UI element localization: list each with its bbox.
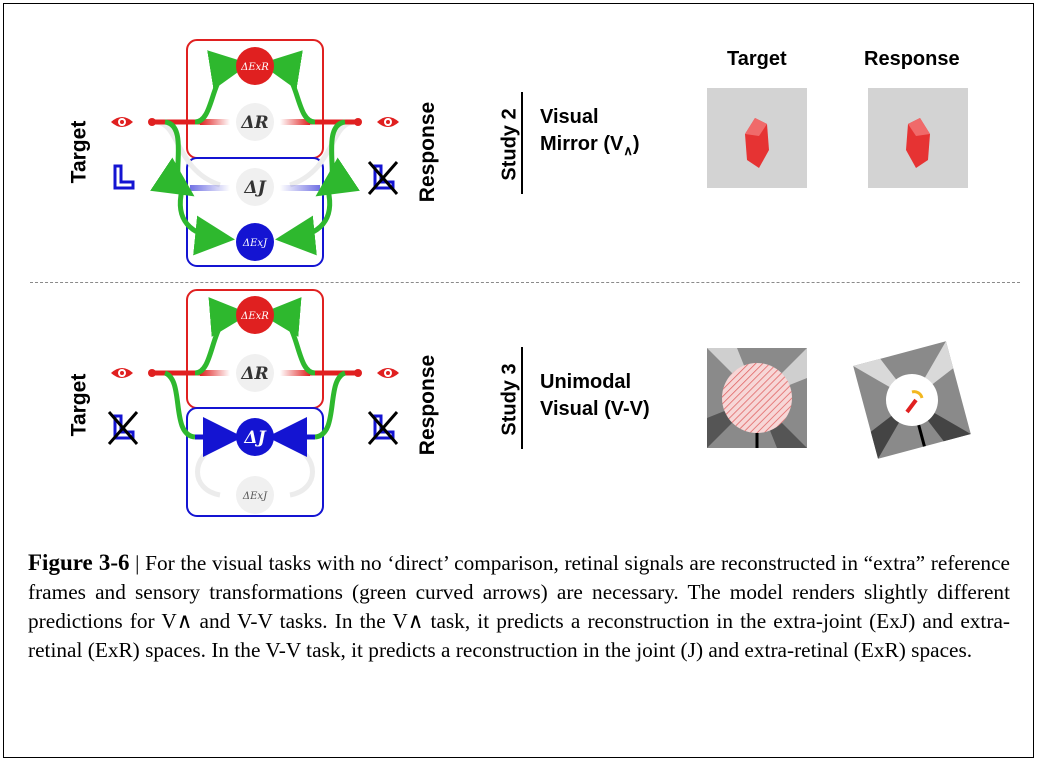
eye-icon — [111, 368, 133, 378]
arm-crossed-icon — [107, 411, 139, 445]
section-divider — [30, 282, 1020, 283]
figure-number: Figure 3-6 — [28, 550, 130, 575]
red-prism-icon — [906, 118, 930, 168]
right-label: Response — [416, 101, 440, 203]
node-r-label: ΔR — [240, 364, 268, 384]
node-exr — [236, 296, 274, 334]
target-thumbnail — [707, 88, 807, 188]
target-thumbnail — [707, 348, 807, 448]
column-header-target: Target — [727, 48, 787, 70]
node-exr-label: ΔExR — [240, 311, 269, 322]
node-exj — [236, 476, 274, 514]
right-label: Response — [416, 354, 440, 456]
node-exj — [236, 223, 274, 261]
figure-caption: Figure 3-6 | For the visual tasks with n… — [28, 548, 1010, 665]
diagram-bottom: ΔExR ΔR ΔJ ΔExJ Target Response — [67, 285, 439, 535]
diagram-top: ΔExR ΔR ΔJ ΔExJ Target Response — [67, 30, 439, 280]
eye-icon — [377, 368, 399, 378]
left-label: Target — [67, 120, 91, 184]
study-label: Study 2 — [498, 108, 521, 181]
node-j-label: ΔJ — [243, 428, 266, 448]
node-j — [236, 168, 274, 206]
model-diagram-svg: ΔExR ΔR ΔJ ΔExJ — [111, 39, 399, 267]
node-exj-label: ΔExJ — [242, 238, 268, 249]
model-diagram-svg: ΔExR ΔR ΔJ ΔExJ — [107, 289, 399, 517]
study-label: Study 3 — [498, 363, 521, 436]
node-exr-label: ΔExR — [240, 62, 269, 73]
node-exj-label: ΔExJ — [242, 491, 268, 502]
study-divider-line — [521, 92, 523, 194]
dial-response-icon — [853, 341, 971, 459]
task-label: Unimodal Visual (V-V) — [540, 371, 650, 420]
caption-text: For the visual tasks with no ‘direct’ co… — [28, 551, 1010, 662]
arm-crossed-icon — [367, 411, 399, 445]
figure-frame — [3, 3, 1034, 758]
task-label: Visual Mirror (V∧) — [540, 106, 640, 158]
dial-target-icon — [707, 348, 807, 448]
caption-separator: | — [129, 551, 146, 575]
arm-icon — [113, 164, 135, 190]
red-prism-icon — [745, 118, 769, 168]
eye-icon — [111, 117, 133, 127]
column-header-response: Response — [864, 48, 960, 70]
eye-icon — [377, 117, 399, 127]
joint-frame-box — [186, 407, 324, 517]
study-divider-line — [521, 347, 523, 449]
node-r — [236, 103, 274, 141]
node-exr — [236, 47, 274, 85]
node-j-label: ΔJ — [243, 178, 266, 198]
response-thumbnail — [868, 88, 968, 188]
response-thumbnail — [852, 340, 972, 460]
node-r — [236, 354, 274, 392]
node-j — [236, 418, 274, 456]
joint-frame-box — [186, 157, 324, 267]
left-label: Target — [67, 373, 91, 437]
arm-crossed-icon — [367, 161, 399, 195]
node-r-label: ΔR — [240, 113, 268, 133]
